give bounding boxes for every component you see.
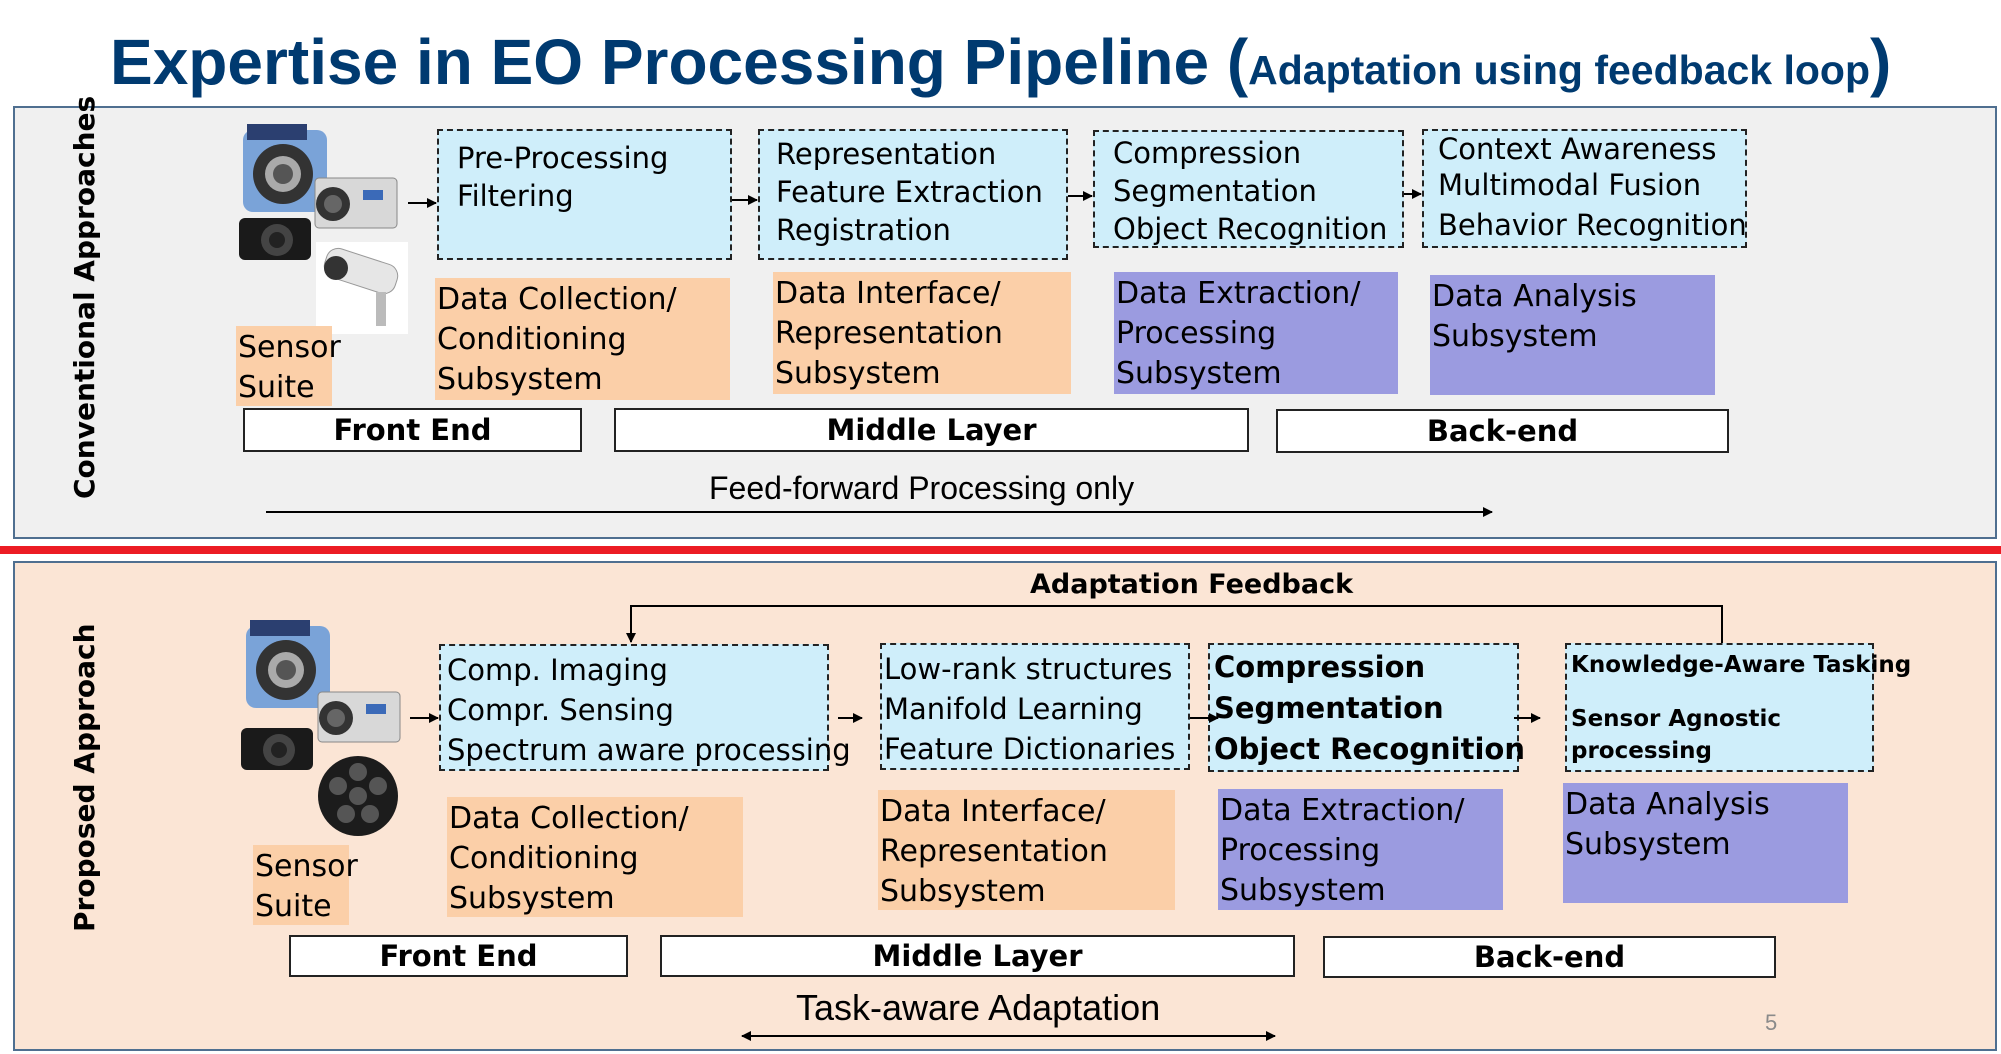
camera-array-image (316, 754, 400, 838)
middle-layer-box: Middle Layer (614, 408, 1249, 452)
back-end-box: Back-end (1276, 409, 1729, 453)
slide-title: Expertise in EO Processing Pipeline (Ada… (110, 26, 1892, 98)
camera-image (237, 122, 341, 220)
front-end-box: Front End (289, 935, 628, 977)
feed-forward-label: Feed-forward Processing only (709, 470, 1135, 506)
video-camera-image (316, 684, 402, 746)
page-number: 5 (1765, 1010, 1778, 1035)
adaptation-feedback-label: Adaptation Feedback (1030, 569, 1354, 600)
surveillance-camera-image (316, 242, 408, 334)
divider-line (0, 546, 2001, 554)
front-end-box: Front End (243, 408, 582, 452)
middle-layer-box: Middle Layer (660, 935, 1295, 977)
back-end-box: Back-end (1323, 936, 1776, 978)
dslr-camera-image (239, 720, 315, 772)
camera-image (240, 618, 344, 716)
video-camera-image (313, 166, 399, 234)
task-aware-adaptation-label: Task-aware Adaptation (796, 987, 1161, 1028)
dslr-camera-image (237, 210, 313, 262)
